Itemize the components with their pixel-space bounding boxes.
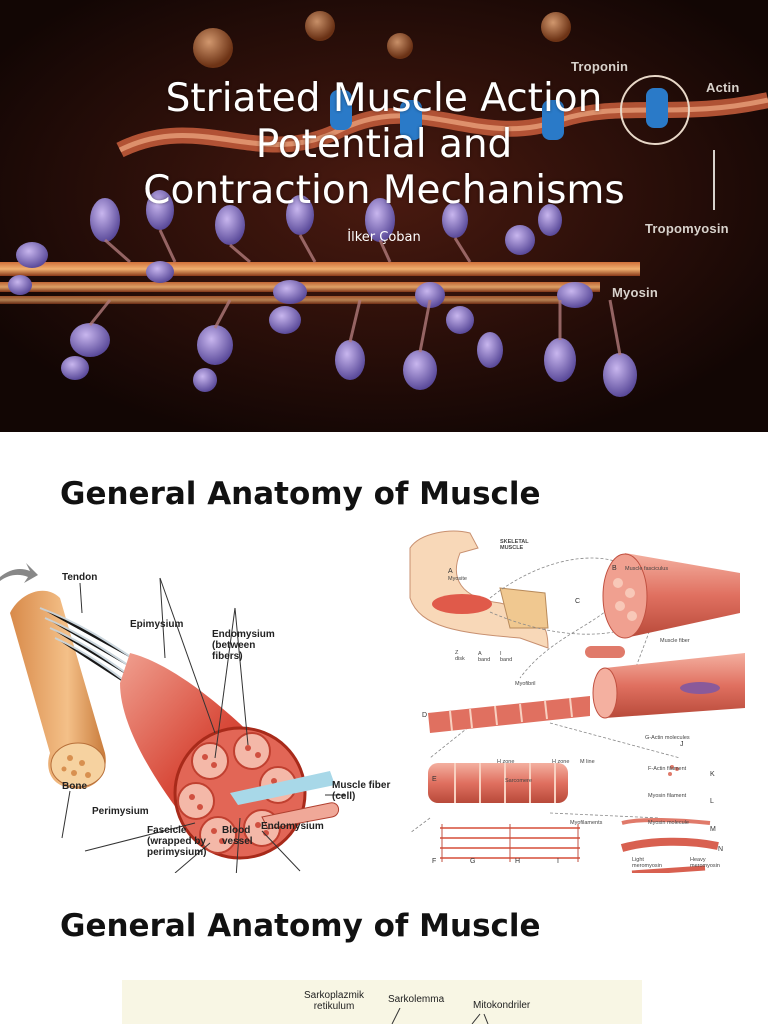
panel-letter-c: C <box>575 598 580 605</box>
h-zone-label: H zone <box>497 759 514 765</box>
fascicle-label: Fascicle (wrapped by perimysium) <box>147 825 206 858</box>
panel-letter-m: M <box>710 826 716 833</box>
epimysium-label: Epimysium <box>130 619 183 630</box>
actin-myosin-illustration <box>0 0 768 432</box>
muscle-fiber-label: Muscle fiber <box>660 638 690 644</box>
m-line-label: M line <box>580 759 595 765</box>
panel-letter-j: J <box>680 741 684 748</box>
anatomy-slide-1: General Anatomy of Muscle <box>0 448 768 880</box>
panel-letter-d: D <box>422 712 427 719</box>
panel-letter-k: K <box>710 771 715 778</box>
f-actin-label: F-Actin filament <box>648 766 686 772</box>
panel-letter-l: L <box>710 798 714 805</box>
perimysium-label: Perimysium <box>92 806 149 817</box>
myofibril-label: Myofibril <box>515 681 535 687</box>
z-disk-label: Z disk <box>455 650 465 662</box>
skeletal-muscle-label: SKELETAL MUSCLE <box>500 539 529 551</box>
slide-author: İlker Çoban <box>0 230 768 245</box>
anatomy-slide-2: General Anatomy of Muscle Sarkoplazmik r… <box>0 896 768 1024</box>
panel-letter-g: G <box>470 858 475 865</box>
slide-title: Striated Muscle Action Potential and Con… <box>0 76 768 214</box>
a-band-label: A band <box>478 651 490 663</box>
light-meromyosin-label: Light meromyosin <box>632 857 662 869</box>
i-band-label: I band <box>500 651 512 663</box>
panel-letter-a: A <box>448 568 453 575</box>
h-zone-label-2: H zone <box>552 759 569 765</box>
panel-letter-b: B <box>612 565 617 572</box>
endomysium-label: Endomysium <box>261 821 324 832</box>
title-line-1: Striated Muscle Action <box>0 76 768 122</box>
endomysium-between-label: Endomysium (between fibers) <box>212 629 275 662</box>
title-line-3: Contraction Mechanisms <box>0 168 768 214</box>
myosin-label: Myosin <box>612 285 658 300</box>
myosin-molecule-label: Myosin molecule <box>648 820 689 826</box>
bone-label: Bone <box>62 781 87 792</box>
heavy-meromyosin-label: Heavy meromyosin <box>690 857 720 869</box>
troponin-label: Troponin <box>571 59 628 74</box>
slide-heading: General Anatomy of Muscle <box>60 476 541 512</box>
sarkoplazmik-retikulum-label: Sarkoplazmik retikulum <box>304 990 364 1012</box>
slide-heading: General Anatomy of Muscle <box>60 908 541 944</box>
panel-letter-e: E <box>432 776 437 783</box>
sarkolemma-label: Sarkolemma <box>388 994 444 1005</box>
leader-lines <box>380 1008 500 1024</box>
title-slide: Troponin Actin Tropomyosin Myosin Striat… <box>0 0 768 432</box>
sarcomere-label: Sarcomere <box>505 778 532 784</box>
panel-letter-i: I <box>557 858 559 865</box>
myofilaments-label: Myofilaments <box>570 820 602 826</box>
panel-letter-h: H <box>515 858 520 865</box>
muscle-fiber-cell-label: Muscle fiber (cell) <box>332 780 390 802</box>
title-line-2: Potential and <box>0 122 768 168</box>
tendon-label: Tendon <box>62 572 97 583</box>
myosite-label: Myosite <box>448 576 467 582</box>
blood-vessel-label: Blood vessel <box>222 825 253 847</box>
myosin-filament-label: Myosin filament <box>648 793 686 799</box>
panel-letter-f: F <box>432 858 436 865</box>
muscle-fasciculus-label: Muscle fasciculus <box>625 566 668 572</box>
panel-letter-n: N <box>718 846 723 853</box>
